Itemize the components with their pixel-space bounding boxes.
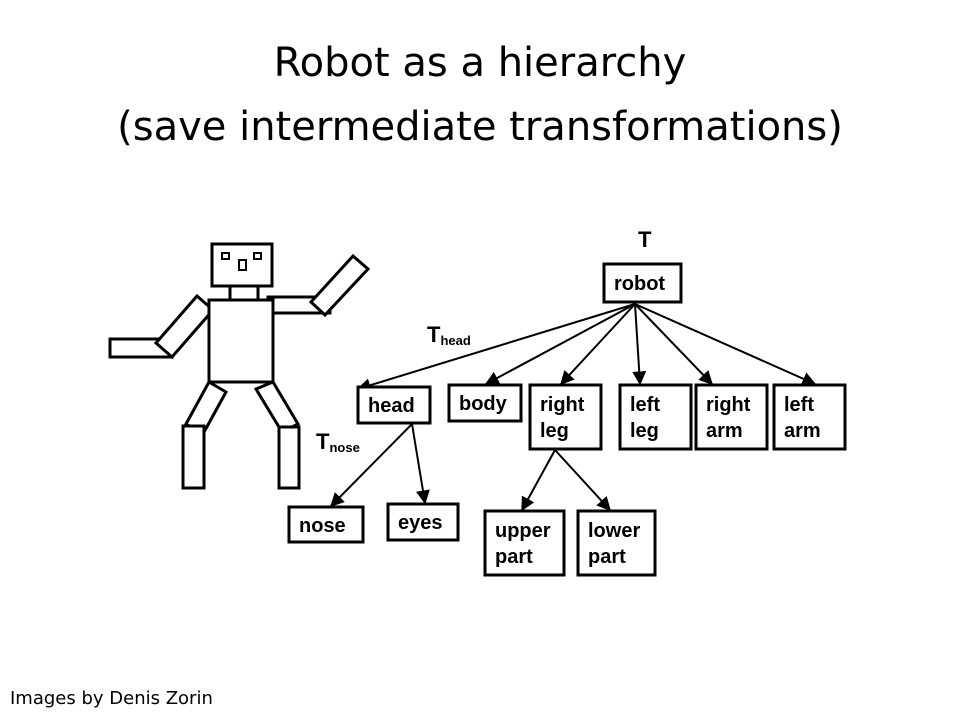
edge-robot-to-body: [484, 303, 636, 385]
robot-figure: [108, 242, 371, 490]
robot-nose-shape: [238, 259, 247, 271]
transform-label-root: T: [638, 227, 652, 252]
edge-robot-to-left-arm: [634, 303, 817, 386]
node-robot-label: robot: [614, 273, 665, 295]
node-robot: robot: [602, 262, 683, 304]
edge-robot-to-right-leg: [560, 303, 636, 386]
transform-label-head: Thead: [427, 322, 471, 348]
node-head-label: head: [368, 395, 415, 417]
edge-head-to-eyes: [411, 423, 430, 505]
node-body: body: [447, 383, 523, 423]
robot-eye-right: [253, 252, 262, 260]
robot-right-arm-lower: [308, 253, 371, 318]
edge-right-leg-to-lower-part: [554, 449, 611, 512]
node-nose-label: nose: [299, 515, 346, 537]
robot-body: [207, 298, 275, 384]
edge-head-to-nose: [330, 423, 413, 507]
image-credit: Images by Denis Zorin: [10, 688, 213, 709]
robot-eye-left: [221, 252, 230, 260]
node-head: head: [356, 385, 432, 425]
robot-left-arm-upper: [153, 293, 216, 360]
robot-right-thigh: [253, 380, 301, 434]
node-body-label: body: [459, 393, 508, 415]
edge-robot-to-left-leg: [632, 303, 647, 386]
hierarchy-edges: [330, 303, 817, 512]
node-eyes-label: eyes: [398, 512, 443, 534]
node-eyes: eyes: [386, 502, 460, 542]
edge-robot-to-head: [356, 303, 636, 392]
slide-title-line-1: Robot as a hierarchy: [273, 40, 687, 86]
robot-right-shin: [277, 425, 301, 490]
slide-title-line-2: (save intermediate transformations): [117, 104, 843, 150]
edge-robot-to-right-arm: [634, 303, 713, 386]
node-nose: nose: [287, 505, 365, 544]
robot-left-shin: [181, 424, 206, 490]
edge-right-leg-to-upper-part: [521, 449, 556, 512]
transform-label-nose: Tnose: [316, 429, 360, 455]
